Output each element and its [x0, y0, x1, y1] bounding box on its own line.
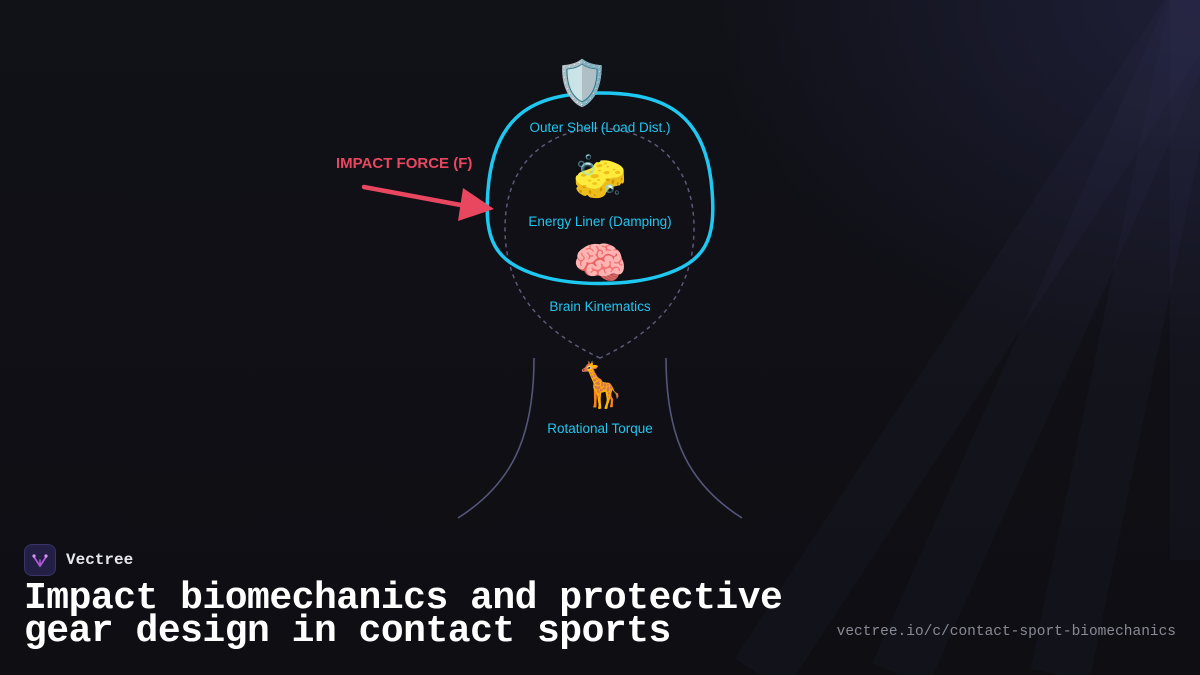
neck-left-outline — [457, 357, 535, 519]
giraffe-icon: 🦒 — [572, 360, 628, 411]
impact-arrow-head — [458, 188, 494, 221]
sponge-icon: 🧽 — [572, 152, 628, 203]
neck-right-outline — [665, 357, 743, 519]
page-title: Impact biomechanics and protective gear … — [24, 577, 783, 653]
brand[interactable]: Vectree — [24, 544, 133, 576]
impact-arrow-shaft — [361, 184, 469, 209]
impact-force-label: IMPACT FORCE (F) — [336, 155, 473, 172]
brand-name: Vectree — [66, 551, 134, 569]
outer-shell-outline — [485, 91, 715, 286]
brain-icon: 🧠 — [572, 238, 628, 289]
shield-icon: 🛡️ — [554, 58, 610, 109]
vectree-logo-icon — [24, 544, 56, 576]
brain-kinematics-label: Brain Kinematics — [549, 299, 651, 314]
source-url-link[interactable]: vectree.io/c/contact-sport-biomechanics — [836, 624, 1176, 640]
energy-liner-label: Energy Liner (Damping) — [528, 214, 672, 229]
outer-shell-label: Outer Shell (Load Dist.) — [529, 120, 671, 135]
rotational-torque-label: Rotational Torque — [547, 421, 653, 436]
